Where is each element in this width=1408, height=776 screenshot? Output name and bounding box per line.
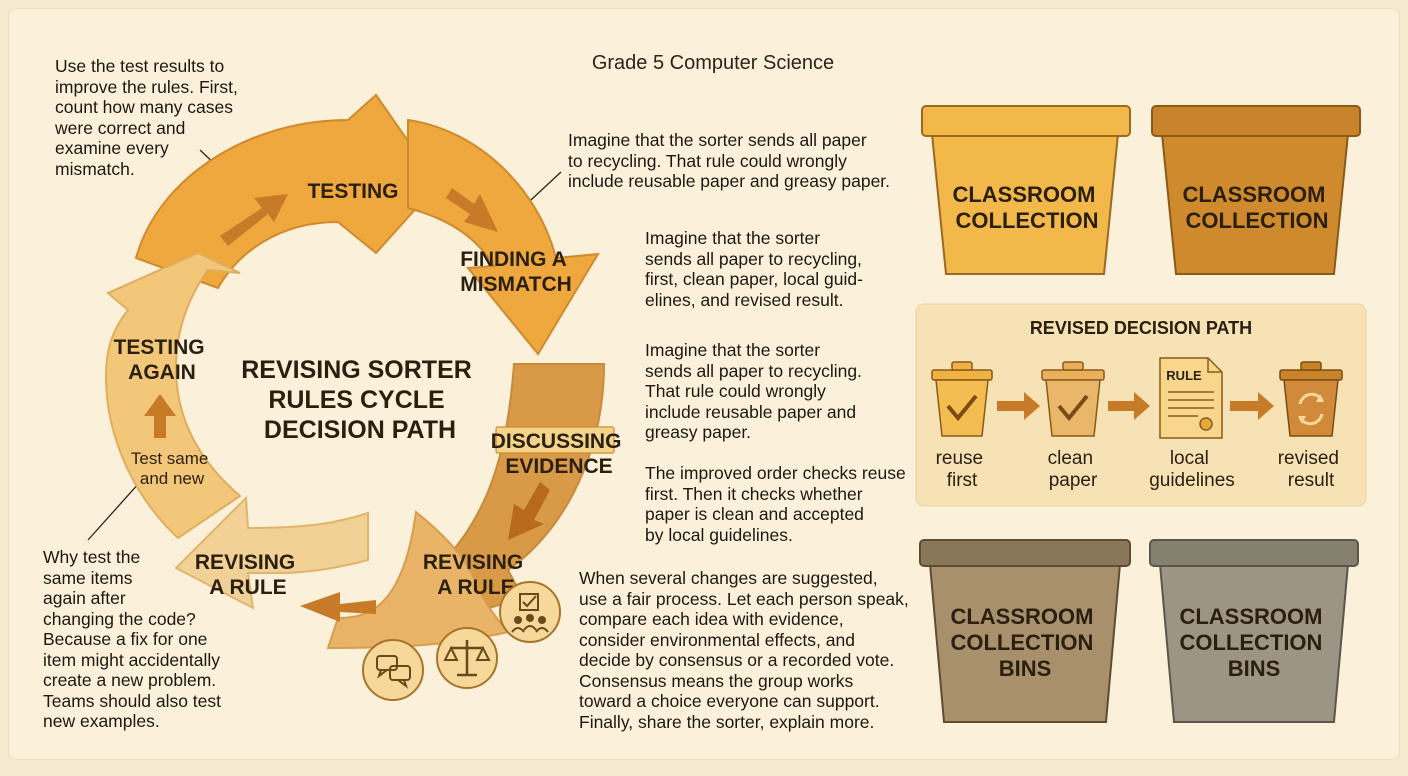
note-line: Why test the <box>43 547 141 567</box>
step-label-clean-paper: clean paper <box>1048 448 1099 491</box>
bin-bottom-right: CLASSROOM COLLECTION BINS <box>1149 539 1359 723</box>
infographic-page: Grade 5 Computer Science Use the test re… <box>8 8 1400 760</box>
arrow-testing <box>134 93 440 290</box>
note-line: create a new problem. <box>43 670 217 690</box>
arrow-revising-left <box>174 495 369 610</box>
note-line: toward a choice everyone can support. <box>579 691 880 711</box>
note-line: Use the test results to <box>55 56 225 76</box>
note-line: The improved order checks reuse <box>645 463 906 483</box>
note-bottom-center: When several changes are suggested, use … <box>579 568 919 732</box>
arrow-testing-again <box>104 251 242 540</box>
bin-label: CLASSROOM COLLECTION BINS <box>1179 604 1328 681</box>
note-line: Teams should also test <box>43 690 222 711</box>
note-line: elines, and revised result. <box>645 289 844 310</box>
note-mid-2: Imagine that the sorter sends all paper … <box>645 340 895 443</box>
page-header: Grade 5 Computer Science <box>591 52 835 74</box>
bin-check-icon <box>1041 361 1105 437</box>
scales-icon <box>436 627 498 689</box>
note-line: examine every <box>55 138 169 158</box>
note-line: greasy paper. <box>645 422 752 442</box>
note-line: Imagine that the sorter <box>645 340 821 360</box>
stage-revising-rule-right: REVISING A RULE <box>423 551 529 599</box>
note-line: include reusable paper and <box>645 401 857 422</box>
rule-document-icon: RULE <box>1159 357 1223 439</box>
speech-bubbles-icon <box>362 639 424 701</box>
note-line: That rule could wrongly <box>645 381 826 401</box>
note-line: mismatch. <box>55 158 135 179</box>
pointer-line <box>87 481 141 541</box>
cycle-diagram: TESTING FINDING A MISMATCH DISCUSSING EV… <box>87 93 1367 723</box>
stage-testing-again: TESTING AGAIN <box>114 336 211 384</box>
note-line: improve the rules. First, <box>55 76 238 97</box>
step-label-reuse-first: reuse first <box>936 448 989 491</box>
arrow-right-icon <box>1230 392 1274 420</box>
bin-label: CLASSROOM COLLECTION <box>952 182 1101 233</box>
note-line: were correct and <box>55 117 186 138</box>
note-line: consider environmental effects, and <box>579 629 855 650</box>
note-line: count how many cases <box>55 97 234 117</box>
stage-revising-rule-left: REVISING A RULE <box>195 551 301 599</box>
note-line: same items <box>43 567 133 588</box>
note-bottom-left: Why test the same items again after chan… <box>43 547 243 732</box>
inner-arrow-testing-again <box>144 394 176 438</box>
note-line: include reusable paper and greasy paper. <box>568 171 891 191</box>
note-line: paper is clean and accepted <box>645 504 864 524</box>
inner-arrow-discussing <box>508 482 550 540</box>
decision-path-title: REVISED DECISION PATH <box>1030 318 1252 338</box>
bin-check-icon <box>931 361 993 437</box>
note-line: decide by consensus or a recorded vote. <box>579 650 895 670</box>
note-line: Because a fix for one <box>43 629 208 649</box>
decision-path-panel: REVISED DECISION PATH RULE <box>915 303 1367 507</box>
inner-arrow-testing <box>220 194 288 246</box>
bin-bottom-left: CLASSROOM COLLECTION BINS <box>919 539 1131 723</box>
note-line: Imagine that the sorter sends all paper <box>568 130 867 150</box>
note-line: changing the code? <box>43 608 196 629</box>
cycle-title: REVISING SORTER RULES CYCLE DECISION PAT… <box>241 356 479 444</box>
rule-doc-label: RULE <box>1166 368 1202 383</box>
note-mid-1: Imagine that the sorter sends all paper … <box>645 228 895 310</box>
note-line: first, clean paper, local guid- <box>645 269 863 289</box>
bin-top-left: CLASSROOM COLLECTION <box>921 105 1131 275</box>
note-line: item might accidentally <box>43 649 221 670</box>
note-line: by local guidelines. <box>645 524 793 545</box>
test-same-label: Test same and new <box>131 449 213 488</box>
note-line: again after <box>43 588 126 608</box>
stage-discussing-evidence: DISCUSSING EVIDENCE <box>491 430 628 478</box>
note-line: first. Then it checks whether <box>645 483 863 504</box>
note-line: use a fair process. Let each person spea… <box>579 588 909 609</box>
note-line: Finally, share the sorter, explain more. <box>579 711 875 732</box>
note-line: When several changes are suggested, <box>579 568 878 588</box>
stage-testing: TESTING <box>307 180 398 203</box>
discussing-label-highlight <box>495 426 615 454</box>
note-mid-3: The improved order checks reuse first. T… <box>645 463 915 545</box>
note-line: Imagine that the sorter <box>645 228 821 248</box>
step-label-revised-result: revised result <box>1278 448 1345 491</box>
bin-recycle-icon <box>1279 361 1343 437</box>
note-line: compare each idea with evidence, <box>579 609 844 629</box>
arrow-right-icon <box>997 392 1040 420</box>
bin-label: CLASSROOM COLLECTION BINS <box>950 604 1099 681</box>
inner-arrow-finding <box>446 188 498 232</box>
bin-label: CLASSROOM COLLECTION <box>1182 182 1331 233</box>
inner-arrow-revising-left <box>300 592 376 622</box>
note-line: Consensus means the group works <box>579 670 854 691</box>
note-line: new examples. <box>43 711 160 731</box>
note-line: sends all paper to recycling. <box>645 360 862 381</box>
note-top-left: Use the test results to improve the rule… <box>55 56 295 179</box>
bin-top-right: CLASSROOM COLLECTION <box>1151 105 1361 275</box>
team-vote-icon <box>499 581 561 643</box>
arrow-right-icon <box>1108 392 1150 420</box>
note-top-center: Imagine that the sorter sends all paper … <box>568 130 908 192</box>
step-label-local-guidelines: local guidelines <box>1149 448 1235 491</box>
note-line: to recycling. That rule could wrongly <box>568 150 847 171</box>
note-line: sends all paper to recycling, <box>645 248 862 269</box>
arrow-finding <box>407 118 600 356</box>
stage-finding-mismatch: FINDING A MISMATCH <box>460 248 572 296</box>
